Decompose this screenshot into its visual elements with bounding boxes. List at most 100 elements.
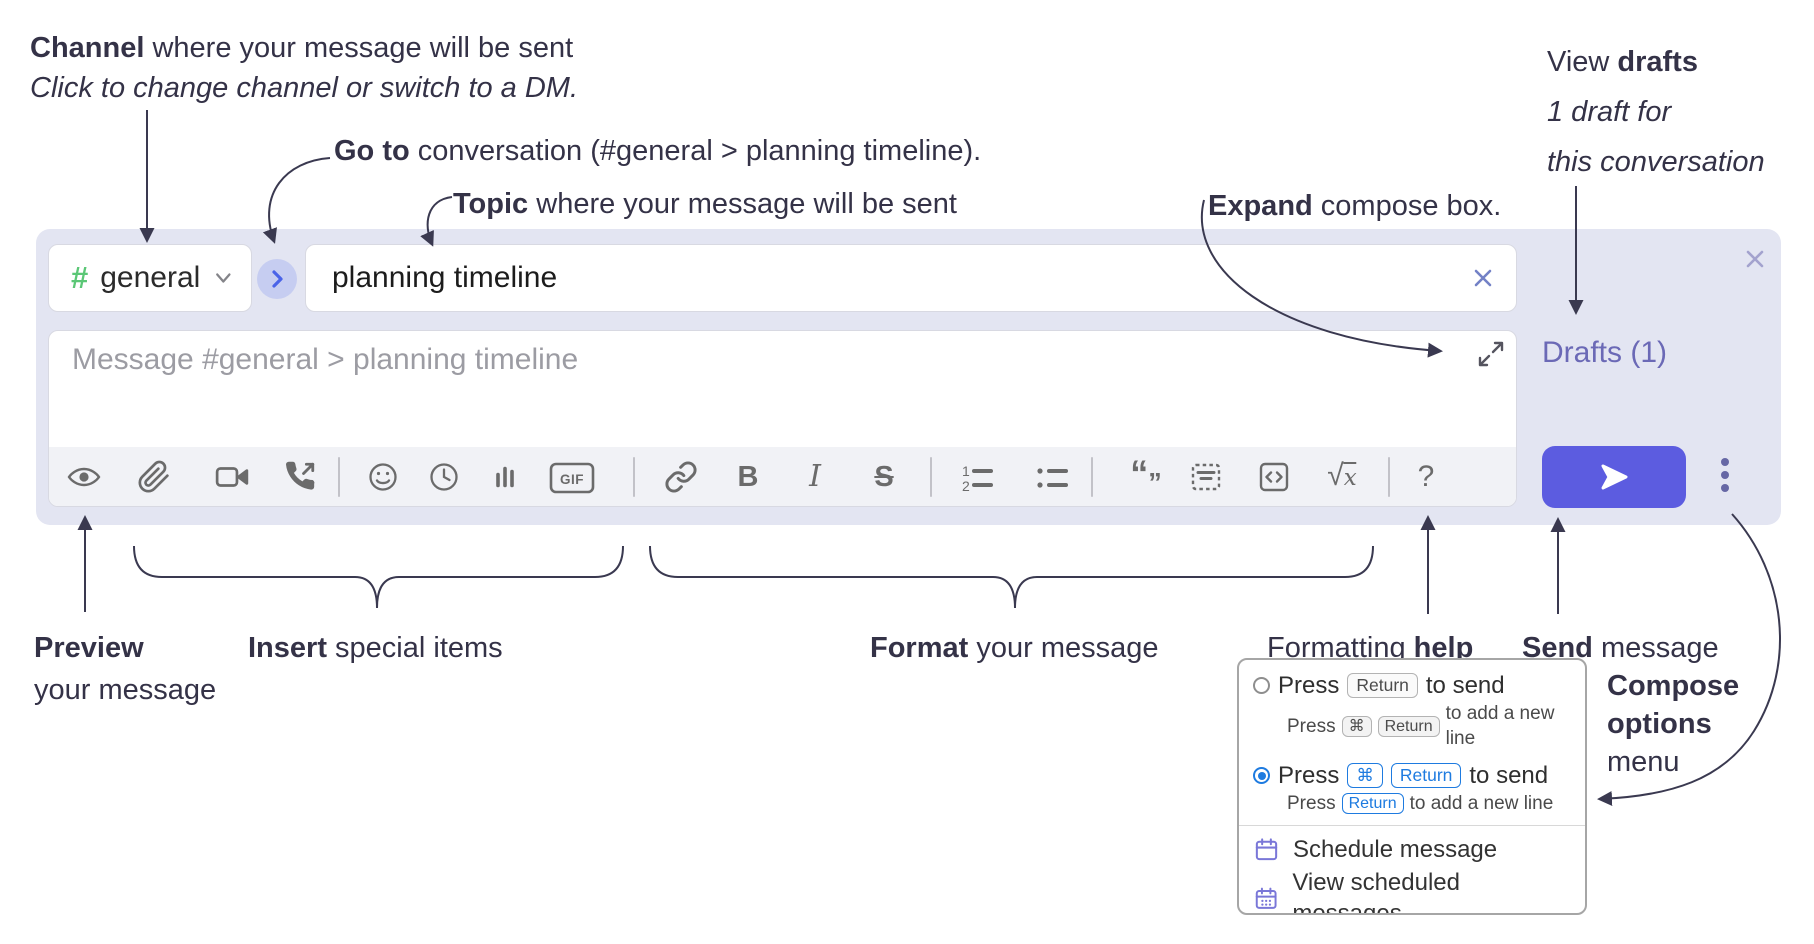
bulleted-list-icon[interactable] [1032,460,1072,494]
annotation-view-drafts-line1: View drafts [1547,44,1698,80]
hash-icon: # [71,260,89,295]
svg-text:GIF: GIF [560,472,584,487]
schedule-clock-icon[interactable] [427,460,461,494]
annotation-channel-rest: where your message will be sent [144,32,574,64]
cmd-key-badge: ⌘ [1347,763,1383,788]
option-subtext: Press [1287,793,1336,814]
expand-diagonal-icon [1478,341,1504,367]
message-placeholder: Message #general > planning timeline [72,343,579,376]
message-formatting-help-icon[interactable]: ? [1417,460,1435,493]
return-key-badge: Return [1341,793,1404,814]
spoiler-icon[interactable] [1189,460,1223,494]
annotation-compose-options-line3: menu [1607,746,1680,778]
calendar-grid-icon [1255,887,1277,909]
annotation-view-drafts-line2: 1 draft for [1547,96,1672,128]
annotation-go-to: Go to conversation (#general > planning … [334,133,981,169]
annotation-format-rest: your message [968,632,1159,664]
topic-value: planning timeline [332,261,558,294]
menu-item-label: View scheduled messages [1292,869,1460,915]
link-icon[interactable] [664,460,698,494]
preview-eye-icon[interactable] [66,460,102,494]
toolbar-separator [633,457,635,497]
menu-divider [1239,825,1585,826]
insert-brace [133,545,624,609]
attach-paperclip-icon[interactable] [137,460,171,494]
vertical-ellipsis-icon [1721,458,1729,492]
compose-options-button[interactable] [1717,456,1733,494]
close-compose-button[interactable] [1739,243,1771,275]
audio-call-icon[interactable] [283,460,317,494]
math-x-glyph: x [1343,462,1357,491]
send-button[interactable] [1542,446,1686,508]
radio-unselected-icon[interactable] [1253,677,1270,694]
go-to-conversation-button[interactable] [257,259,297,299]
annotation-insert-rest: special items [326,632,503,664]
annotation-compose-options-line2: options [1607,706,1712,742]
option-subtext: to add a new line [1445,703,1555,749]
poll-chart-icon[interactable] [488,460,522,494]
menu-item-schedule-message[interactable]: Schedule message [1253,834,1569,865]
annotation-preview-line2: your message [34,674,217,706]
annotation-preview-bold: Preview [34,632,144,664]
option-text: to send [1469,762,1549,789]
quote-close-glyph: ” [1148,467,1162,498]
video-call-icon[interactable] [214,460,250,494]
channel-selector[interactable]: # general [48,244,252,312]
radio-selected-icon[interactable] [1253,767,1270,784]
return-key-badge: Return [1347,673,1418,698]
numbered-list-icon[interactable]: 1 2 [957,460,997,494]
svg-text:2: 2 [962,478,970,494]
compose-toolbar [49,447,1516,506]
bold-icon[interactable]: B [737,461,759,493]
annotation-format: Format your message [870,630,1159,666]
annotation-view-drafts-line3: this conversation [1547,146,1765,178]
strikethrough-icon[interactable]: S [874,461,894,493]
chevron-down-icon [216,273,231,283]
option-text: Press [1278,762,1340,789]
annotation-expand-rest: compose box. [1312,190,1502,222]
annotation-send-rest: message [1592,632,1719,664]
annotation-go-to-bold: Go to [334,135,410,167]
annotation-topic: Topic where your message will be sent [453,186,957,222]
menu-item-view-scheduled[interactable]: View scheduled messages [1253,867,1569,915]
annotation-format-bold: Format [870,632,969,664]
quote-icon[interactable]: “” [1130,455,1162,496]
emoji-icon[interactable] [366,460,400,494]
expand-compose-button[interactable] [1476,339,1506,369]
toolbar-separator [338,457,340,497]
return-key-badge: Return [1377,715,1440,737]
menu-option-enter-sends[interactable]: Press Return to send [1253,670,1569,701]
math-latex-icon[interactable]: √x [1327,461,1357,493]
format-brace [649,545,1374,609]
toolbar-separator [930,457,932,497]
annotation-compose-options-bold1: Compose [1607,670,1740,702]
send-icon [1601,464,1628,490]
topic-input[interactable]: planning timeline [305,244,1517,312]
gif-icon[interactable]: GIF [549,462,595,494]
annotation-insert-bold: Insert [248,632,327,664]
compose-options-menu: Press Return to send Press ⌘ Return to a… [1237,658,1587,915]
toolbar-separator [1388,457,1390,497]
calendar-icon [1255,838,1278,861]
code-icon[interactable] [1257,460,1291,494]
annotation-compose-options-bold2: options [1607,708,1712,740]
annotation-topic-bold: Topic [453,188,529,220]
x-icon [1474,269,1492,287]
annotation-view-drafts-pre: View [1547,46,1618,78]
menu-option-cmd-enter-sends[interactable]: Press ⌘ Return to send [1253,760,1569,791]
clear-topic-button[interactable] [1468,263,1498,293]
annotation-channel-bold: Channel [30,32,145,64]
annotation-go-to-rest: conversation (#general > planning timeli… [409,135,982,167]
option-subtext: to add a new line [1409,793,1554,814]
annotation-preview-line1: Preview [34,630,144,666]
drafts-link[interactable]: Drafts (1) [1542,336,1668,369]
annotation-channel-line1: Channel where your message will be sent [30,30,573,66]
toolbar-separator [1091,457,1093,497]
return-key-badge: Return [1390,763,1462,788]
option-subtext: Press [1287,715,1336,737]
svg-text:1: 1 [962,463,970,479]
annotation-compose-options-line1: Compose [1607,668,1739,704]
italic-icon[interactable]: I [809,459,821,494]
annotation-expand-bold: Expand [1208,190,1313,222]
